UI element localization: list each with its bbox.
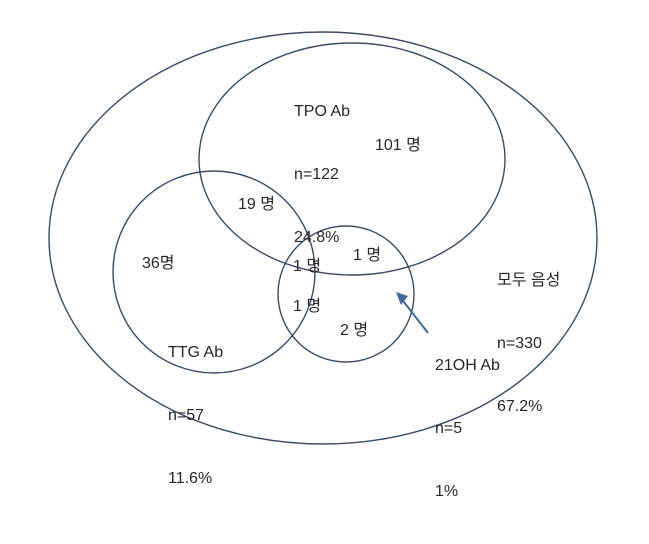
universe-label-group: 모두 음성 n=330 67.2% bbox=[497, 228, 560, 459]
region-count-tpo-only: 101 명 bbox=[375, 137, 421, 154]
tpo-percent: 24.8% bbox=[294, 229, 340, 246]
oh21-name: 21OH Ab bbox=[435, 357, 500, 374]
tpo-n: n=122 bbox=[294, 166, 339, 183]
ttg-percent: 11.6% bbox=[168, 470, 213, 487]
region-count-tpo-and-ttg: 19 명 bbox=[238, 196, 275, 213]
universe-percent: 67.2% bbox=[497, 398, 543, 415]
ttg-circle bbox=[112, 170, 316, 374]
region-count-oh21-only: 2 명 bbox=[340, 322, 369, 339]
tpo-ellipse bbox=[198, 42, 506, 276]
oh21-percent: 1% bbox=[435, 483, 459, 500]
ttg-n: n=57 bbox=[168, 407, 205, 424]
region-count-ttg-only: 36명 bbox=[142, 255, 175, 272]
oh21-label-group: 21OH Ab n=5 1% bbox=[435, 313, 500, 544]
region-count-tpo-and-oh21: 1 명 bbox=[353, 247, 382, 264]
region-count-tpo-ttg-oh21: 1 명 bbox=[293, 258, 322, 275]
region-count-ttg-and-oh21: 1 명 bbox=[293, 298, 322, 315]
ttg-label-group: TTG Ab n=57 11.6% bbox=[168, 300, 223, 531]
universe-name: 모두 음성 bbox=[497, 272, 561, 289]
tpo-name: TPO Ab bbox=[294, 103, 351, 120]
oh21-circle bbox=[277, 225, 415, 363]
ttg-name: TTG Ab bbox=[168, 344, 224, 361]
venn-diagram: TPO Ab n=122 24.8% TTG Ab n=57 11.6% 21O… bbox=[48, 31, 598, 500]
oh21-pointer-arrow bbox=[396, 292, 429, 334]
oh21-n: n=5 bbox=[435, 420, 463, 437]
universe-ellipse bbox=[48, 31, 598, 445]
tpo-label-group: TPO Ab n=122 24.8% bbox=[294, 59, 350, 290]
venn-shapes-canvas bbox=[48, 31, 598, 445]
universe-n: n=330 bbox=[497, 335, 542, 352]
